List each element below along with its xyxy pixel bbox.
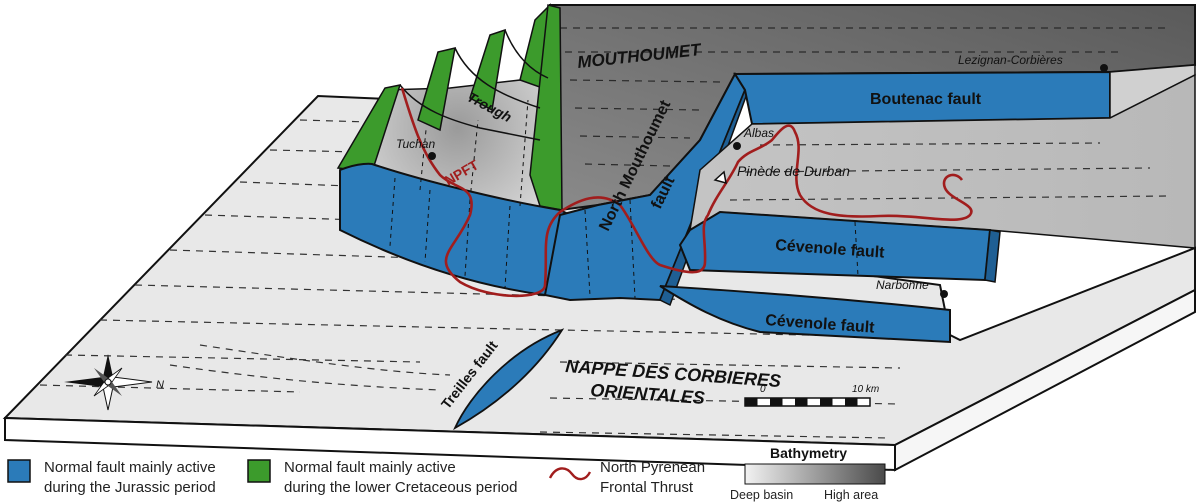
scale-label-start: 0 (760, 384, 766, 395)
label-lezignan: Lezignan-Corbières (958, 53, 1063, 67)
tuchan-fault-face (339, 162, 572, 297)
tuchan-dot (428, 152, 436, 160)
label-narbonne: Narbonne (876, 278, 929, 292)
label-tuchan: Tuchan (396, 137, 435, 151)
trough-staircase-edges (399, 29, 549, 141)
durban-triangle-icon (713, 170, 727, 185)
cevenole-fault-upper-side (984, 229, 1001, 283)
albas-dot (733, 142, 741, 150)
scale-label-end: 10 km (852, 384, 879, 395)
legend-npft-line2: Frontal Thrust (600, 479, 694, 496)
block-side-face (894, 288, 1196, 472)
legend-cretaceous-line1: Normal fault mainly active (284, 459, 456, 476)
legend-bathymetry-gradient (744, 463, 886, 485)
legend-bathymetry-high: High area (824, 488, 878, 502)
durban-strata (729, 142, 1171, 201)
label-durban: Pinède de Durban (737, 163, 850, 179)
lezignan-dot (1100, 64, 1108, 72)
legend-npft-line1: North Pyrenean (600, 459, 705, 476)
label-compass-north: N (156, 379, 164, 391)
narbonne-dot (940, 290, 948, 298)
npft-thrust-line (400, 87, 973, 298)
legend-cretaceous-swatch (247, 459, 271, 483)
mouthoumet-strata (560, 27, 1170, 167)
scale-bar (744, 397, 871, 407)
legend-cretaceous-line2: during the lower Cretaceous period (284, 479, 517, 496)
compass-rose-icon (64, 354, 153, 411)
legend-jurassic-line2: during the Jurassic period (44, 479, 216, 496)
cevenole-fault-lower-face (659, 285, 951, 344)
legend: Normal fault mainly active during the Ju… (7, 445, 886, 502)
legend-bathymetry-low: Deep basin (730, 488, 793, 502)
fault-face-dashes (389, 99, 859, 299)
label-albas: Albas (743, 126, 774, 140)
cretaceous-fault-main (529, 4, 563, 211)
treilles-fault-lens (453, 328, 565, 431)
legend-jurassic-line1: Normal fault mainly active (44, 459, 216, 476)
legend-bathymetry-title: Bathymetry (770, 445, 847, 461)
legend-npft-swatch (548, 467, 592, 481)
label-boutenac-fault: Boutenac fault (870, 91, 982, 108)
legend-jurassic-swatch (7, 459, 31, 483)
